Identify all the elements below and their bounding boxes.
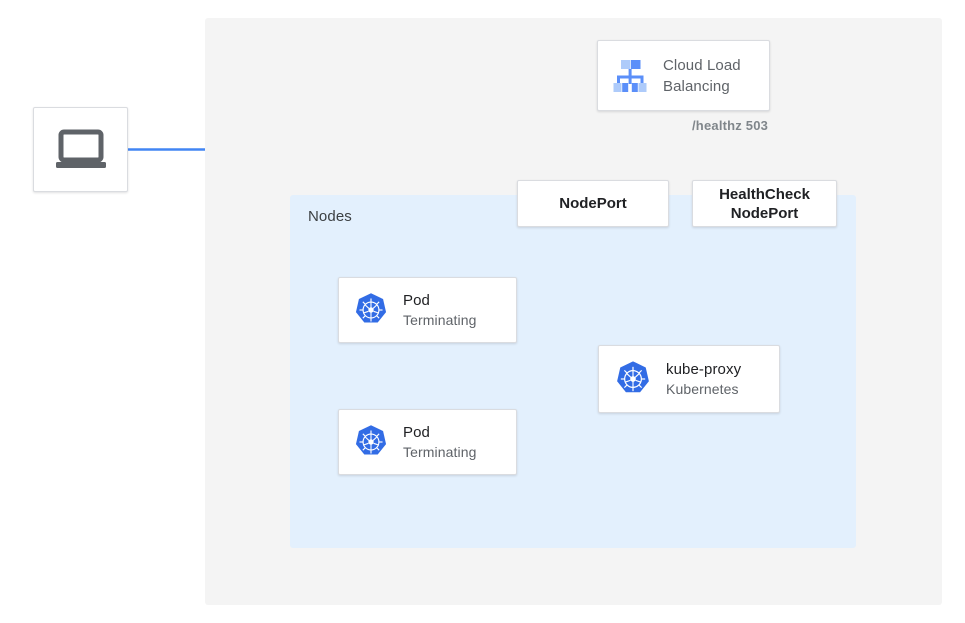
nodeport-box[interactable]: NodePort: [517, 180, 669, 227]
client-device-box[interactable]: [33, 107, 128, 192]
pod-box-2[interactable]: Pod Terminating: [338, 409, 517, 475]
nodes-region-label: Nodes: [308, 208, 352, 225]
kubernetes-icon: [614, 360, 652, 398]
cloud-load-balancing-label-line1: Cloud Load: [663, 56, 741, 74]
pod-box-1[interactable]: Pod Terminating: [338, 277, 517, 343]
healthcheck-nodeport-box[interactable]: HealthCheck NodePort: [692, 180, 837, 227]
cloud-load-balancing-icon: [609, 56, 651, 96]
healthcheck-nodeport-label-line1: HealthCheck: [719, 185, 810, 203]
healthz-status-label: /healthz 503: [692, 118, 769, 133]
nodeport-label: NodePort: [559, 195, 627, 212]
kubernetes-icon: [353, 292, 389, 328]
laptop-icon: [54, 129, 108, 171]
kube-proxy-subtitle: Kubernetes: [666, 380, 739, 397]
cloud-load-balancing-box[interactable]: Cloud Load Balancing: [597, 40, 770, 111]
healthcheck-nodeport-label-line2: NodePort: [730, 204, 799, 222]
pod-status-1: Terminating: [403, 311, 477, 328]
kube-proxy-box[interactable]: kube-proxy Kubernetes: [598, 345, 780, 413]
pod-status-2: Terminating: [403, 443, 477, 460]
kubernetes-icon: [353, 424, 389, 460]
pod-title-1: Pod: [403, 291, 430, 309]
cloud-load-balancing-label-line2: Balancing: [663, 77, 730, 95]
kube-proxy-title: kube-proxy: [666, 360, 742, 378]
pod-title-2: Pod: [403, 423, 430, 441]
